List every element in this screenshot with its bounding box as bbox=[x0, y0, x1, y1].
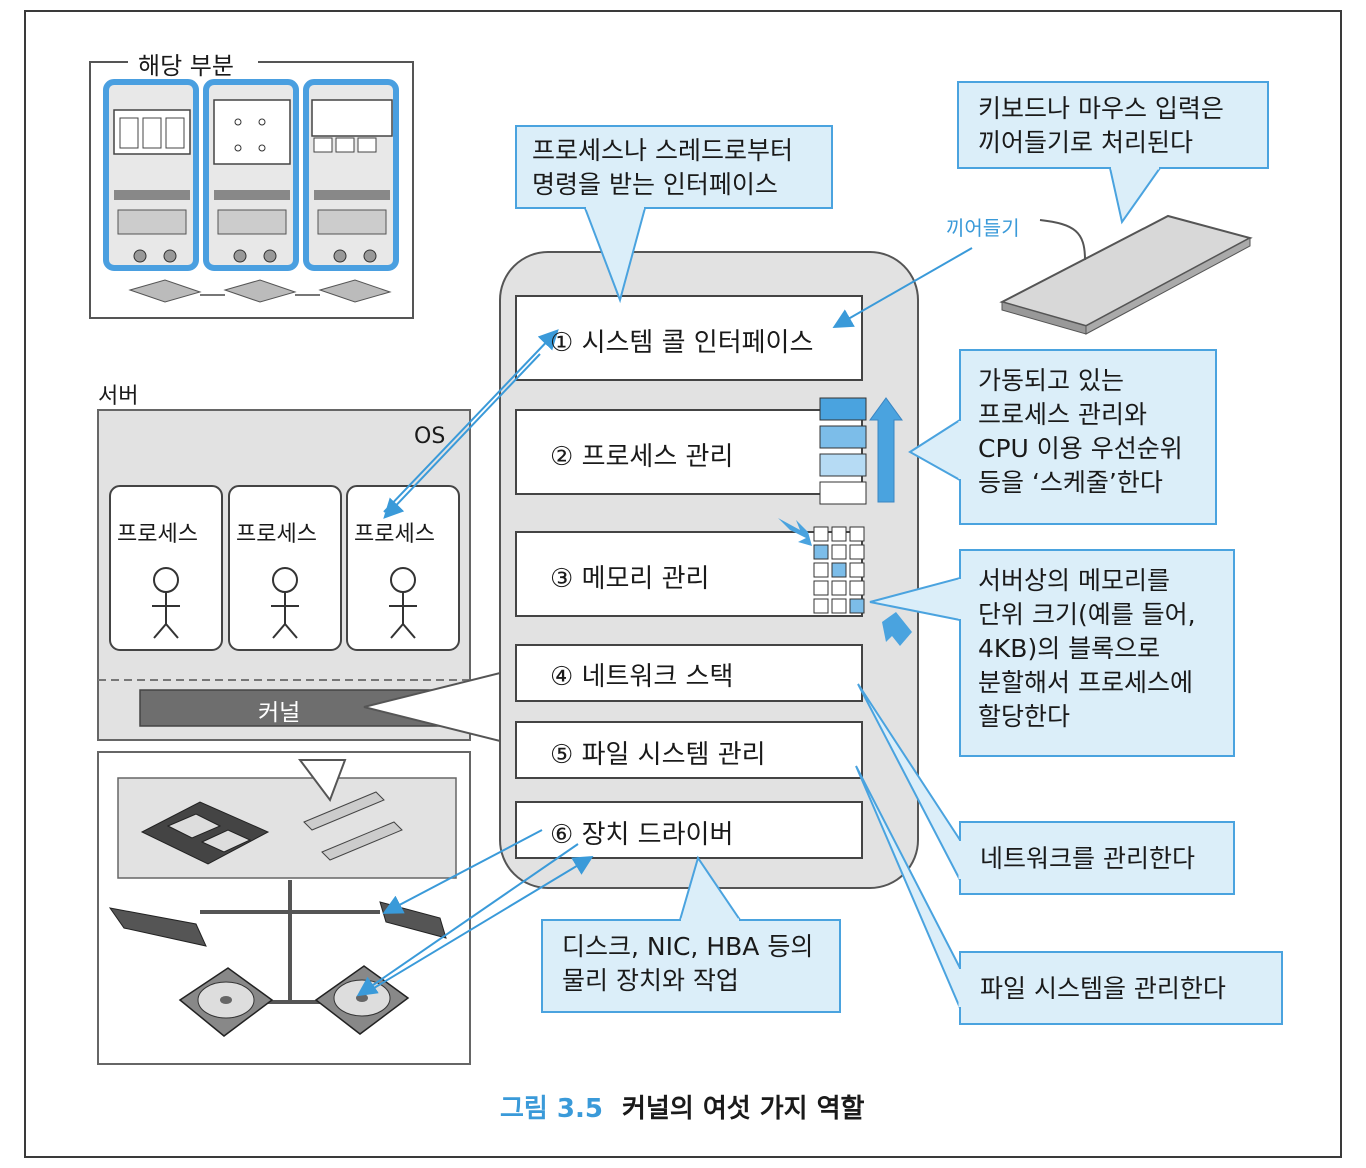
role-label-1: ① 시스템 콜 인터페이스 bbox=[550, 328, 814, 358]
syscall-arrows bbox=[383, 329, 559, 519]
inset-cabinet-1 bbox=[103, 79, 199, 271]
keyboard-icon bbox=[999, 214, 1253, 335]
inset-devices bbox=[128, 279, 392, 303]
server-label: 서버 bbox=[98, 384, 139, 409]
role-label-6: ⑥ 장치 드라이버 bbox=[550, 820, 734, 850]
role-label-4: ④ 네트워크 스택 bbox=[550, 662, 734, 692]
process-label-1: 프로세스 bbox=[117, 522, 198, 547]
callout-keyboard-shape bbox=[957, 81, 1269, 225]
callout-device-shape bbox=[541, 855, 841, 1013]
interrupt-arrow bbox=[832, 247, 973, 328]
os-label: OS bbox=[414, 424, 446, 449]
figure-caption: 그림 3.5 커널의 여섯 가지 역할 bbox=[500, 1088, 864, 1125]
process-label-3: 프로세스 bbox=[354, 522, 435, 547]
role-box-5 bbox=[515, 721, 863, 779]
memory-grid-icon bbox=[778, 518, 912, 646]
callout-network-shape bbox=[857, 683, 1235, 895]
role-box-2 bbox=[515, 409, 863, 495]
callout-network: 네트워크를 관리한다 bbox=[980, 844, 1195, 873]
caption-number: 그림 3.5 bbox=[500, 1094, 603, 1124]
kernel-label: 커널 bbox=[258, 700, 301, 726]
inset-cabinet-3 bbox=[303, 79, 399, 271]
callout-scheduler-shape bbox=[908, 349, 1217, 525]
interrupt-label: 끼어들기 bbox=[946, 216, 1020, 240]
callout-memory-shape bbox=[869, 549, 1235, 757]
role-box-1 bbox=[515, 295, 863, 381]
caption-title: 커널의 여섯 가지 역할 bbox=[622, 1094, 865, 1124]
inset-panel bbox=[89, 61, 414, 319]
inset-cabinet-2 bbox=[203, 79, 299, 271]
callout-filesystem: 파일 시스템을 관리한다 bbox=[980, 974, 1226, 1003]
process-box-2 bbox=[228, 485, 342, 651]
process-box-3 bbox=[346, 485, 460, 651]
role-label-3: ③ 메모리 관리 bbox=[550, 564, 710, 594]
role-box-3 bbox=[515, 531, 863, 617]
role-label-5: ⑤ 파일 시스템 관리 bbox=[550, 740, 766, 770]
callout-filesystem-shape bbox=[855, 765, 1283, 1025]
device-arrows bbox=[356, 829, 594, 997]
callout-syscall-shape bbox=[515, 125, 833, 304]
inset-label: 해당 부분 bbox=[138, 52, 234, 80]
role-box-6 bbox=[515, 801, 863, 859]
process-queue-icon bbox=[819, 397, 903, 505]
hardware-panel bbox=[97, 751, 471, 1065]
process-label-2: 프로세스 bbox=[236, 522, 317, 547]
role-box-4 bbox=[515, 644, 863, 702]
figure-frame bbox=[24, 10, 1342, 1158]
process-box-1 bbox=[109, 485, 223, 651]
role-label-2: ② 프로세스 관리 bbox=[550, 442, 734, 472]
